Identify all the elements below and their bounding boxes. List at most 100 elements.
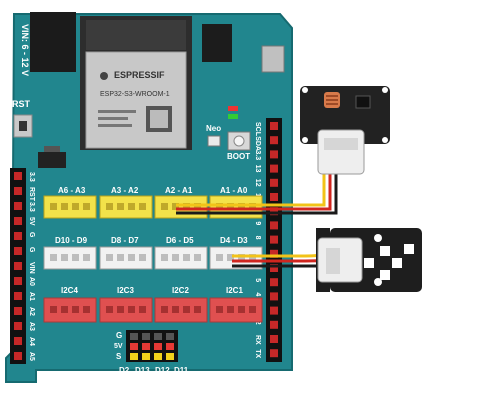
right-pin-label-4: 12 (254, 179, 261, 187)
right-pin-12[interactable] (270, 292, 278, 301)
left-pin-label-2: 3.3 (28, 202, 35, 212)
bottom-pin[interactable] (166, 353, 174, 360)
right-pin-4[interactable] (270, 178, 278, 187)
bottom-pin[interactable] (142, 343, 150, 350)
right-pin-9[interactable] (270, 249, 278, 258)
socket-hole (50, 203, 57, 210)
socket-hole (172, 306, 179, 313)
socket-hole (194, 254, 201, 261)
bottom-pin[interactable] (166, 333, 174, 340)
socket-hole (61, 306, 68, 313)
digital-header-0[interactable] (43, 246, 97, 270)
left-pin-11[interactable] (14, 337, 22, 345)
socket-hole (172, 254, 179, 261)
boot-label: BOOT (227, 152, 250, 161)
bottom-pin-label-3: D11 (174, 366, 189, 375)
bottom-pin[interactable] (166, 343, 174, 350)
right-pin-7[interactable] (270, 221, 278, 230)
left-pins (14, 172, 22, 360)
led-green (228, 114, 238, 119)
right-pin-3[interactable] (270, 164, 278, 173)
left-pin-1[interactable] (14, 187, 22, 195)
right-pin-14[interactable] (270, 320, 278, 329)
left-pin-4[interactable] (14, 232, 22, 240)
boot-button[interactable] (227, 131, 251, 151)
right-pin-label-8: 8 (254, 236, 261, 240)
right-pin-10[interactable] (270, 264, 278, 272)
bottom-pin[interactable] (154, 343, 162, 350)
right-pin-11[interactable] (270, 278, 278, 287)
right-pin-13[interactable] (270, 306, 278, 315)
top-right-chip (261, 45, 285, 73)
socket-hole (161, 306, 168, 313)
socket-hole (61, 203, 68, 210)
power-jack (30, 12, 76, 72)
left-pin-2[interactable] (14, 202, 22, 210)
bottom-pin[interactable] (130, 353, 138, 360)
socket-hole (128, 203, 135, 210)
right-pin-8[interactable] (270, 235, 278, 244)
digital-header-label-3: D4 - D3 (220, 236, 248, 245)
left-pin-7[interactable] (14, 277, 22, 285)
right-pin-2[interactable] (270, 150, 278, 159)
socket-hole (50, 254, 57, 261)
analog-header-label-0: A6 - A3 (58, 186, 86, 195)
right-pin-label-11: 5 (254, 278, 261, 282)
power-label: VIN: 6 - 12 V (20, 24, 30, 76)
socket-hole (238, 306, 245, 313)
socket-hole (61, 254, 68, 261)
left-pin-label-6: VIN (28, 262, 35, 274)
left-pin-5[interactable] (14, 247, 22, 255)
left-pin-8[interactable] (14, 292, 22, 300)
analog-header-label-1: A3 - A2 (111, 186, 139, 195)
left-pin-label-5: G (28, 247, 35, 253)
bottom-pin[interactable] (130, 343, 138, 350)
bottom-pin[interactable] (142, 333, 150, 340)
left-pin-label-9: A2 (28, 307, 35, 316)
bottom-side-label-1: 5V (114, 343, 123, 350)
analog-header-1[interactable] (99, 195, 153, 219)
analog-header-label-3: A1 - A0 (220, 186, 248, 195)
esp32-module: ESPRESSIF ESP32-S3-WROOM-1 (80, 16, 192, 150)
left-pin-10[interactable] (14, 322, 22, 330)
digital-header-3[interactable] (209, 246, 263, 270)
digital-header-label-0: D10 - D9 (55, 236, 88, 245)
bottom-pin[interactable] (154, 353, 162, 360)
bottom-pin[interactable] (130, 333, 138, 340)
reset-button[interactable] (13, 114, 33, 138)
right-pin-label-1: SDA (254, 136, 261, 151)
ir-led-module (316, 228, 422, 292)
socket-hole (106, 306, 113, 313)
bottom-pin[interactable] (142, 353, 150, 360)
sensor-chip (355, 95, 371, 109)
left-pin-6[interactable] (14, 262, 22, 270)
digital-header-2[interactable] (154, 246, 208, 270)
socket-hole (161, 254, 168, 261)
left-pin-label-3: 5V (28, 217, 35, 226)
photoresistor-icon (324, 92, 340, 108)
reset-label: RST (12, 99, 31, 109)
left-pin-0[interactable] (14, 172, 22, 180)
socket-hole (249, 306, 256, 313)
right-pin-15[interactable] (270, 335, 278, 343)
right-pin-6[interactable] (270, 207, 278, 216)
right-pin-0[interactable] (270, 122, 278, 130)
right-pin-label-3: 13 (254, 165, 261, 173)
digital-header-1[interactable] (99, 246, 153, 270)
analog-header-0[interactable] (43, 195, 97, 219)
left-pin-9[interactable] (14, 307, 22, 315)
left-pin-12[interactable] (14, 352, 22, 360)
left-pin-3[interactable] (14, 217, 22, 225)
right-pin-label-15: RX (254, 335, 261, 345)
left-pin-label-0: 3.3 (28, 172, 35, 182)
bottom-pin[interactable] (154, 333, 162, 340)
socket-hole (139, 306, 146, 313)
right-pin-16[interactable] (270, 349, 278, 358)
right-pin-1[interactable] (270, 136, 278, 145)
right-pin-5[interactable] (270, 193, 278, 201)
right-pin-label-7: 9 (254, 221, 261, 225)
neo-label: Neo (206, 124, 221, 133)
socket-hole (139, 203, 146, 210)
